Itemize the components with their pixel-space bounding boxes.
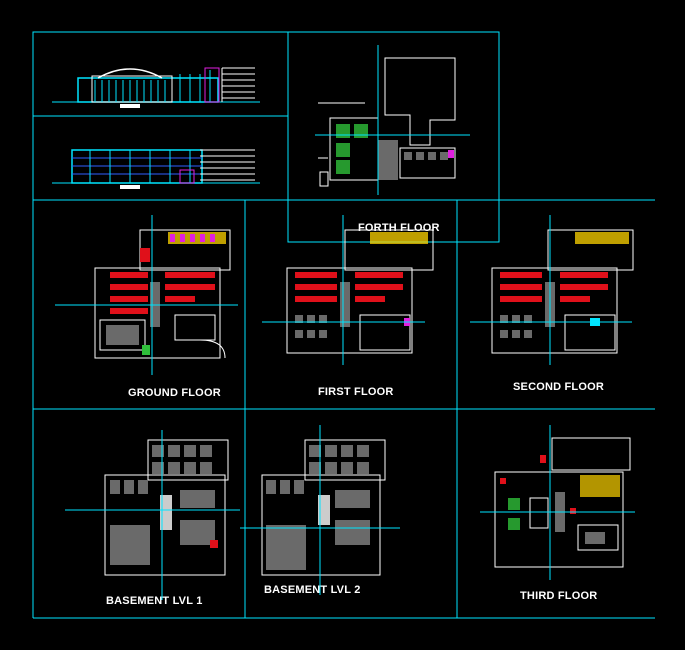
ground-floor-plan xyxy=(55,215,238,375)
third-floor-title: THIRD FLOOR xyxy=(520,590,598,602)
second-floor-title: SECOND FLOOR xyxy=(513,381,605,393)
third-floor-plan xyxy=(480,425,635,580)
first-floor-plan xyxy=(262,215,434,365)
forth-floor-plan xyxy=(315,45,470,195)
basement-lvl-2-plan xyxy=(240,425,400,595)
forth-floor-title: FORTH FLOOR xyxy=(358,222,440,234)
viewport-frames xyxy=(32,31,655,619)
basement-lvl-1-plan xyxy=(65,430,240,600)
ground-floor-title: GROUND FLOOR xyxy=(128,387,221,399)
second-floor-plan xyxy=(470,215,634,365)
basement-lvl-2-title: BASEMENT LVL 2 xyxy=(264,584,361,596)
section-elevation xyxy=(52,149,260,189)
front-elevation xyxy=(52,67,260,108)
first-floor-title: FIRST FLOOR xyxy=(318,386,394,398)
basement-lvl-1-title: BASEMENT LVL 1 xyxy=(106,595,203,607)
